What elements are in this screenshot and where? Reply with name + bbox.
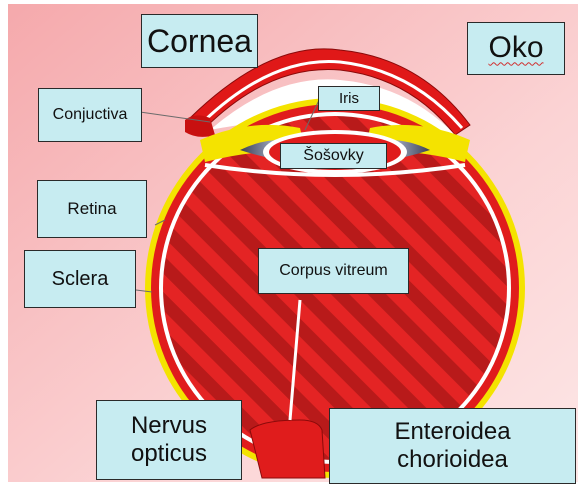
nervus-opticus-text: Nervus opticus — [131, 412, 207, 467]
label-chorioidea: Enteroidea chorioidea — [329, 408, 576, 484]
label-cornea: Cornea — [141, 14, 258, 68]
corpus-vitreum-text: Corpus vitreum — [279, 262, 387, 280]
iris-text: Iris — [339, 90, 359, 107]
label-corpus-vitreum: Corpus vitreum — [258, 248, 409, 294]
retina-text: Retina — [67, 199, 116, 219]
chorioidea-text: Enteroidea chorioidea — [394, 418, 510, 473]
label-iris: Iris — [318, 86, 380, 111]
title-text: Oko — [488, 31, 543, 66]
lens-text: Šošovky — [303, 147, 363, 165]
label-title: Oko — [467, 22, 565, 75]
label-retina: Retina — [37, 180, 147, 238]
label-conjuctiva: Conjuctiva — [38, 88, 142, 142]
conjuctiva-text: Conjuctiva — [53, 106, 128, 124]
optic-nerve — [250, 420, 325, 478]
label-nervus-opticus: Nervus opticus — [96, 400, 242, 480]
label-lens: Šošovky — [280, 143, 387, 169]
label-sclera: Sclera — [24, 250, 136, 308]
cornea-text: Cornea — [147, 23, 252, 60]
sclera-text: Sclera — [52, 268, 109, 291]
